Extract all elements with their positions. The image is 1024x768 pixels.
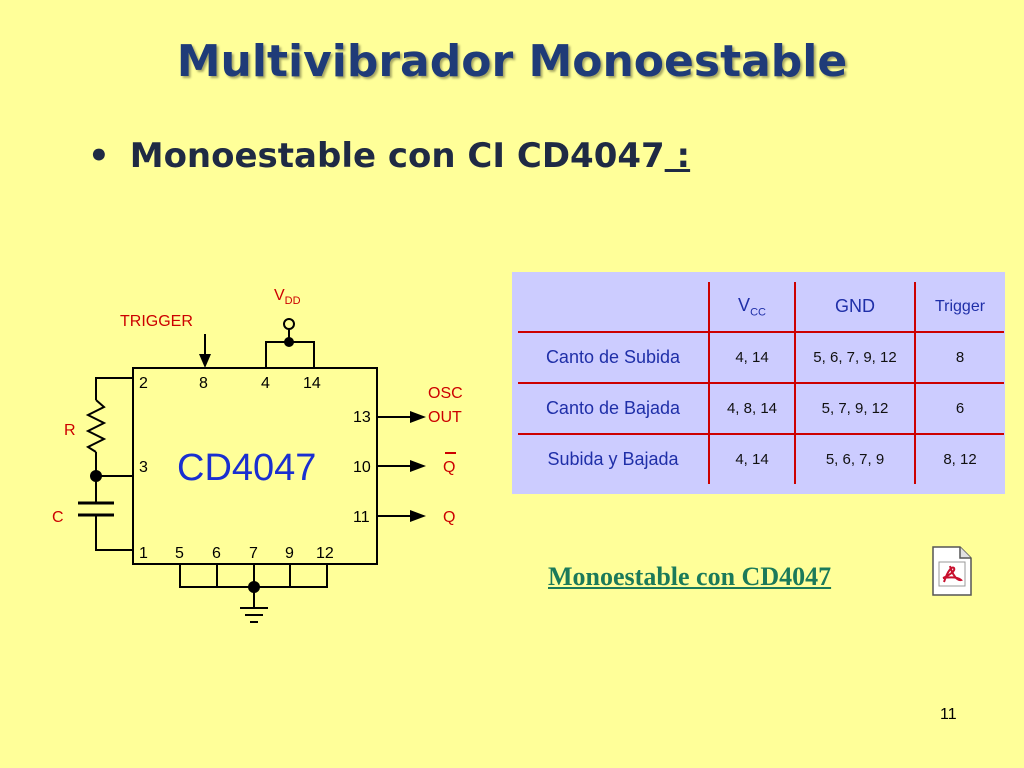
vdd-label: VDD: [274, 287, 301, 307]
vdd-junction: [284, 337, 294, 347]
pin-bottom-12: 12: [316, 545, 334, 562]
q-label: Q: [443, 509, 455, 526]
rc-top-wire: [95, 377, 133, 400]
qbar-arrow-icon: [410, 460, 426, 472]
trigger-label: TRIGGER: [120, 313, 193, 330]
chip-label: CD4047: [177, 447, 316, 489]
row-label: Canto de Subida: [518, 331, 710, 384]
table-header-row: VCC GND Trigger: [518, 282, 1004, 333]
pin-table: VCC GND Trigger Canto de Subida 4, 14 5,…: [518, 282, 1004, 484]
row-label: Canto de Bajada: [518, 382, 710, 435]
pin-bottom-7: 7: [249, 545, 258, 562]
resistor-label: R: [64, 422, 76, 439]
pin-top-14: 14: [303, 375, 321, 392]
cell-gnd: 5, 6, 7, 9, 12: [794, 331, 916, 384]
cell-trigger: 8, 12: [914, 433, 1004, 484]
capacitor-label: C: [52, 509, 64, 526]
cell-vcc: 4, 14: [708, 331, 796, 384]
pin-table-panel: VCC GND Trigger Canto de Subida 4, 14 5,…: [512, 272, 1005, 494]
cell-trigger: 6: [914, 382, 1004, 435]
table-row: Subida y Bajada 4, 14 5, 6, 7, 9 8, 12: [518, 433, 1004, 484]
row-label: Subida y Bajada: [518, 433, 710, 484]
header-vcc: VCC: [708, 282, 796, 333]
pin-right-10: 10: [353, 459, 371, 476]
pin-bottom-9: 9: [285, 545, 294, 562]
cell-gnd: 5, 7, 9, 12: [794, 382, 916, 435]
pdf-document-icon[interactable]: [930, 544, 974, 598]
vcc-subscript: CC: [750, 306, 766, 319]
cell-vcc: 4, 14: [708, 433, 796, 484]
out-label: OUT: [428, 409, 462, 426]
pin-left-3: 3: [139, 459, 148, 476]
q-arrow-icon: [410, 510, 426, 522]
pin-top-4: 4: [261, 375, 270, 392]
pin-top-8: 8: [199, 375, 208, 392]
pin-right-11: 11: [353, 509, 370, 526]
pin-bottom-1: 1: [139, 545, 148, 562]
trigger-arrow-icon: [199, 354, 211, 368]
bullet-text: Monoestable con CI CD4047: [129, 136, 665, 176]
ground-icon: [240, 607, 268, 623]
pin-bottom-6: 6: [212, 545, 221, 562]
table-row: Canto de Subida 4, 14 5, 6, 7, 9, 12 8: [518, 331, 1004, 384]
slide-title: Multivibrador Monoestable: [176, 36, 848, 87]
qbar-label: Q: [443, 459, 455, 476]
cell-vcc: 4, 8, 14: [708, 382, 796, 435]
bullet-point: • Monoestable con CI CD4047 :: [88, 136, 690, 176]
bullet-suffix: :: [664, 136, 691, 176]
table-row: Canto de Bajada 4, 8, 14 5, 7, 9, 12 6: [518, 382, 1004, 435]
header-trigger: Trigger: [914, 282, 1004, 333]
pin-right-13: 13: [353, 409, 371, 426]
cd4047-circuit-diagram: CD4047 2 8 4 14 VDD TRIGGER 3 R C 13 10 …: [52, 287, 463, 623]
osc-out-arrow-icon: [410, 411, 426, 423]
vdd-terminal: [283, 318, 295, 330]
rc-junction: [90, 470, 102, 482]
vdd-subscript: DD: [285, 295, 301, 307]
page-number: 11: [940, 706, 957, 723]
table-corner-cell: [518, 282, 710, 333]
document-link[interactable]: Monoestable con CD4047: [548, 562, 832, 591]
cap-bottom-wire: [95, 515, 133, 551]
cell-gnd: 5, 6, 7, 9: [794, 433, 916, 484]
pin-bottom-5: 5: [175, 545, 184, 562]
osc-label: OSC: [428, 385, 463, 402]
bullet-icon: •: [88, 136, 110, 176]
resistor-icon: [85, 399, 107, 453]
header-gnd: GND: [794, 282, 916, 333]
cell-trigger: 8: [914, 331, 1004, 384]
pin-top-2: 2: [139, 375, 148, 392]
